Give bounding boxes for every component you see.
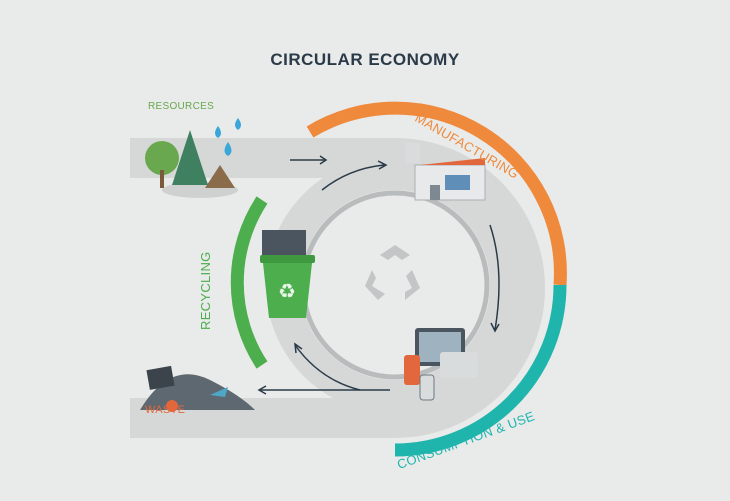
waste-pile-icon: [140, 365, 255, 412]
manufacturing-arc: [306, 101, 567, 286]
diagram-title: CIRCULAR ECONOMY: [270, 50, 460, 69]
arrow-circle-top: [321, 164, 386, 191]
consumption-arc: [394, 284, 567, 457]
svg-text:♻: ♻: [278, 281, 296, 303]
factory-icon: [405, 143, 486, 201]
devices-icon: [404, 328, 478, 401]
resources-label: RESOURCES: [148, 101, 215, 112]
resources-illustration: [145, 118, 241, 198]
water-drop-icon: [224, 142, 232, 156]
water-drop-icon: [215, 126, 221, 138]
recycling-label: RECYCLING: [198, 251, 213, 330]
recycling-arc: [230, 196, 268, 369]
water-drop-icon: [235, 118, 241, 130]
arrow-consumption-to-recycling: [294, 344, 361, 391]
recycle-icon: [365, 245, 420, 300]
recycling-bin-icon: ♻: [260, 230, 315, 318]
flow-arrows: [257, 155, 500, 395]
waste-label: WASTE: [145, 404, 186, 416]
arrow-manufacturing-to-consumption: [489, 224, 500, 331]
